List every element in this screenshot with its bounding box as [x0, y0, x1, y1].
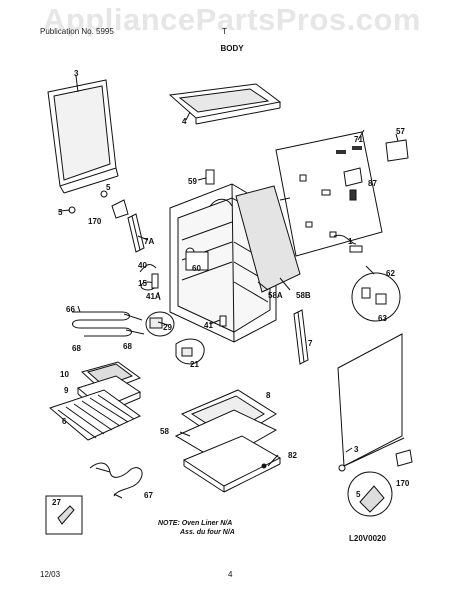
rear-panel	[275, 131, 383, 257]
callout-58: 58	[160, 427, 169, 436]
header-right: T	[222, 27, 227, 36]
clip-170	[111, 199, 129, 219]
callout-59: 59	[188, 177, 197, 186]
hinge-7	[293, 309, 309, 365]
callout-58a: 58A	[268, 291, 283, 300]
callout-57: 57	[396, 127, 405, 136]
callout-7a: 7A	[144, 237, 154, 246]
hinge-7a	[127, 213, 145, 253]
diagram-code: L20V0020	[349, 534, 386, 543]
callout-62: 62	[386, 269, 395, 278]
pin-59	[205, 169, 215, 185]
publication-number: Publication No. 5995	[40, 27, 114, 36]
callout-5b: 5	[58, 208, 63, 217]
harness-1	[333, 234, 357, 245]
callout-87: 87	[368, 179, 377, 188]
callout-82: 82	[288, 451, 297, 460]
insulation-58	[235, 185, 301, 293]
callout-3a: 3	[74, 69, 79, 78]
note-line-2: Ass. du four N/A	[180, 529, 235, 536]
callout-21: 21	[190, 360, 199, 369]
callout-41: 41	[204, 321, 213, 330]
wire-40	[139, 264, 157, 273]
callout-66: 66	[66, 305, 75, 314]
callout-40: 40	[138, 261, 147, 270]
callout-10: 10	[60, 370, 69, 379]
callout-29: 29	[163, 323, 172, 332]
page-title: BODY	[220, 44, 244, 53]
callout-58b: 58B	[296, 291, 311, 300]
callout-labels: 3 4 71 57 5 59 87 5 170 7A 1 62 60 40 15…	[52, 69, 410, 507]
callout-6: 6	[62, 417, 67, 426]
clip-170b	[395, 449, 413, 467]
callout-170b: 170	[396, 479, 410, 488]
callout-68b: 68	[72, 344, 81, 353]
callout-5a: 5	[106, 183, 111, 192]
callout-67: 67	[144, 491, 153, 500]
bake-element	[72, 311, 145, 337]
top-panel	[168, 83, 282, 125]
side-panel-right	[337, 333, 405, 467]
callout-15: 15	[138, 279, 147, 288]
broil-pan	[76, 361, 142, 415]
footer-date: 12/03	[40, 570, 61, 579]
watermark: AppliancePartsPros.com	[43, 2, 421, 37]
callout-27: 27	[52, 498, 61, 507]
callout-41a: 41A	[146, 292, 161, 301]
note: NOTE: Oven Liner N/A Ass. du four N/A	[158, 519, 235, 537]
callout-60: 60	[192, 264, 201, 273]
callout-8: 8	[266, 391, 271, 400]
callout-68a: 68	[123, 342, 132, 351]
broil-element	[89, 462, 143, 497]
callout-71: 71	[354, 135, 363, 144]
bracket-87	[343, 167, 363, 187]
part-41	[219, 315, 227, 327]
note-line-1: NOTE: Oven Liner N/A	[158, 520, 233, 527]
label-plate	[385, 139, 409, 162]
callout-7: 7	[308, 339, 313, 348]
callout-63: 63	[378, 314, 387, 323]
oven-rack	[48, 389, 141, 441]
side-panel-left	[47, 79, 119, 194]
part-21	[175, 338, 205, 365]
callout-3b: 3	[354, 445, 359, 454]
oven-door	[174, 389, 282, 493]
callout-4: 4	[182, 117, 187, 126]
callout-5c: 5	[356, 490, 361, 499]
callout-9: 9	[64, 386, 69, 395]
callout-170a: 170	[88, 217, 102, 226]
callout-1: 1	[348, 237, 353, 246]
part-60	[185, 251, 209, 271]
footer-page: 4	[228, 570, 233, 579]
